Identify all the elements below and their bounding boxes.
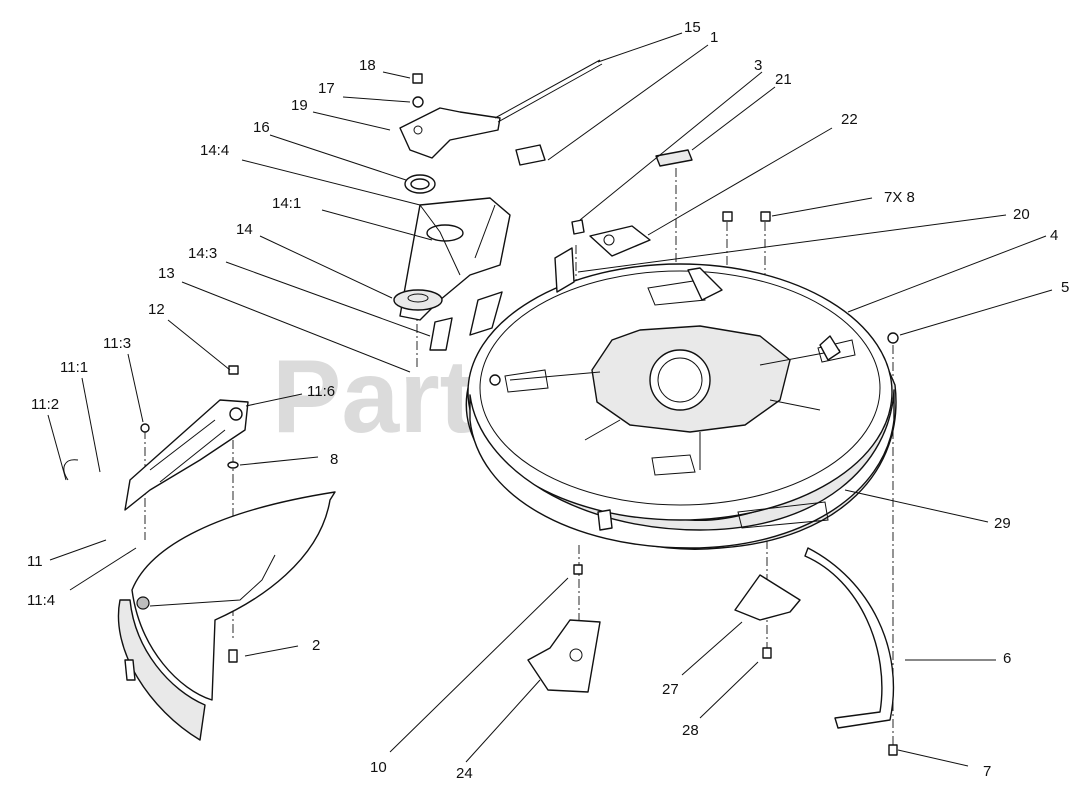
callout-5: 5	[1061, 279, 1069, 296]
callout-24: 24	[456, 765, 473, 782]
callout-13: 13	[158, 265, 175, 282]
callout-14-4: 14:4	[200, 142, 229, 159]
callout-11-4: 11:4	[27, 592, 55, 609]
callout-28: 28	[682, 722, 699, 739]
decal-label	[655, 149, 693, 167]
idler-arm	[399, 59, 603, 166]
callout-2: 2	[312, 637, 320, 654]
leader-lines	[47, 32, 1053, 767]
bolt	[571, 219, 585, 235]
callout-17: 17	[318, 80, 335, 97]
belt-cover-strip	[804, 547, 895, 729]
callout-10: 10	[370, 759, 387, 776]
callout-14-1: 14:1	[272, 195, 301, 212]
callout-11-2: 11:2	[31, 396, 59, 413]
blade-cover	[734, 574, 801, 621]
side-baffle	[117, 491, 336, 741]
callout-29: 29	[994, 515, 1011, 532]
callout-15: 15	[684, 19, 701, 36]
callout-19: 19	[291, 97, 308, 114]
callout-12: 12	[148, 301, 165, 318]
callout-18: 18	[359, 57, 376, 74]
pulley-bracket	[393, 174, 511, 351]
callout-4: 4	[1050, 227, 1058, 244]
callout-3: 3	[754, 57, 762, 74]
callout-6: 6	[1003, 650, 1011, 667]
deck-plate	[589, 225, 651, 257]
callout-14: 14	[236, 221, 253, 238]
callout-27: 27	[662, 681, 679, 698]
callout-7x8: 7X 8	[884, 189, 915, 206]
callout-11-1: 11:1	[60, 359, 88, 376]
callout-11-3: 11:3	[103, 335, 131, 352]
callout-16: 16	[253, 119, 270, 136]
callout-21: 21	[775, 71, 792, 88]
chute-deflector	[63, 365, 249, 511]
mower-deck	[465, 247, 897, 550]
mounting-plate	[527, 619, 601, 693]
callout-7: 7	[983, 763, 991, 780]
callout-1: 1	[710, 29, 718, 46]
callout-8: 8	[330, 451, 338, 468]
callout-labels: 15 1 3 21 22 18 17 19 16 14:4 14:1 14 14…	[27, 19, 1069, 782]
callout-11: 11	[27, 553, 43, 570]
callout-20: 20	[1013, 206, 1030, 223]
callout-14-3: 14:3	[188, 245, 217, 262]
callout-11-6: 11:6	[307, 383, 335, 400]
callout-22: 22	[841, 111, 858, 128]
